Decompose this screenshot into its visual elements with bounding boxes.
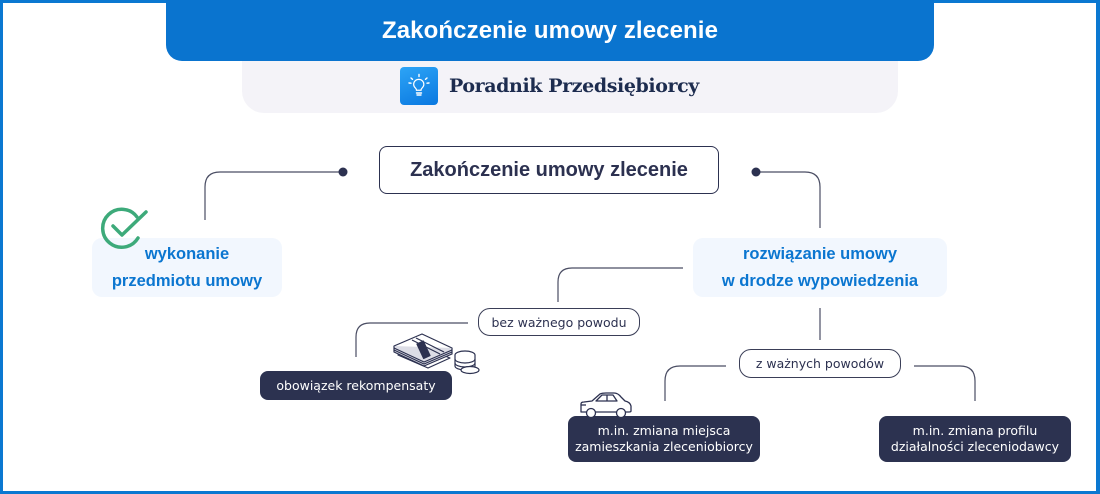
connector-bez — [557, 267, 683, 302]
root-label: Zakończenie umowy zlecenie — [410, 158, 688, 181]
connector-profilu — [914, 365, 976, 401]
node-label: obowiązek rekompensaty — [276, 377, 436, 393]
node-label-line2: działalności zleceniodawcy — [890, 439, 1060, 454]
node-label-line1: m.in. zmiana profilu — [912, 423, 1038, 438]
connector-miejsca — [664, 365, 726, 401]
branch-label-line2: przedmiotu umowy — [111, 271, 263, 290]
node-label-line2: zamieszkania zleceniobiorcy — [575, 439, 753, 454]
connector-rek — [355, 322, 468, 357]
connector-root-right — [756, 171, 821, 228]
node-zmiana-profilu-dzialalnosci: m.in. zmiana profilu działalności zlecen… — [879, 416, 1071, 462]
brand-logo: Poradnik Przedsiębiorcy — [400, 67, 699, 105]
branch-label-line1: wykonanie — [144, 244, 230, 263]
connector-dot-right — [751, 167, 761, 177]
brand-name: Poradnik Przedsiębiorcy — [449, 75, 699, 97]
branch-label-line2: w drodze wypowiedzenia — [721, 271, 919, 290]
root-node: Zakończenie umowy zlecenie — [379, 146, 719, 194]
connector-dot-left — [338, 167, 348, 177]
node-label-line1: m.in. zmiana miejsca — [597, 423, 731, 438]
money-coins-icon — [393, 333, 480, 375]
branch-label-line1: rozwiązanie umowy — [742, 244, 898, 263]
node-z-waznych-powodow: z ważnych powodów — [739, 349, 901, 378]
page-title: Zakończenie umowy zlecenie — [381, 16, 719, 44]
node-obowiazek-rekompensaty: obowiązek rekompensaty — [260, 371, 452, 400]
node-label: z ważnych powodów — [755, 356, 885, 371]
checkmark-circle-icon — [100, 207, 148, 249]
node-label: bez ważnego powodu — [491, 314, 627, 330]
lightbulb-icon — [400, 67, 438, 105]
node-zmiana-miejsca-zamieszkania: m.in. zmiana miejsca zamieszkania zlecen… — [568, 416, 760, 462]
node-bez-waznego-powodu: bez ważnego powodu — [478, 308, 640, 336]
page-title-bar: Zakończenie umowy zlecenie — [166, 0, 934, 61]
connector-root-left — [204, 171, 343, 220]
branch-wykonanie: wykonanie przedmiotu umowy — [92, 238, 282, 297]
car-icon — [580, 392, 632, 419]
branch-rozwiazanie: rozwiązanie umowy w drodze wypowiedzenia — [693, 238, 947, 297]
